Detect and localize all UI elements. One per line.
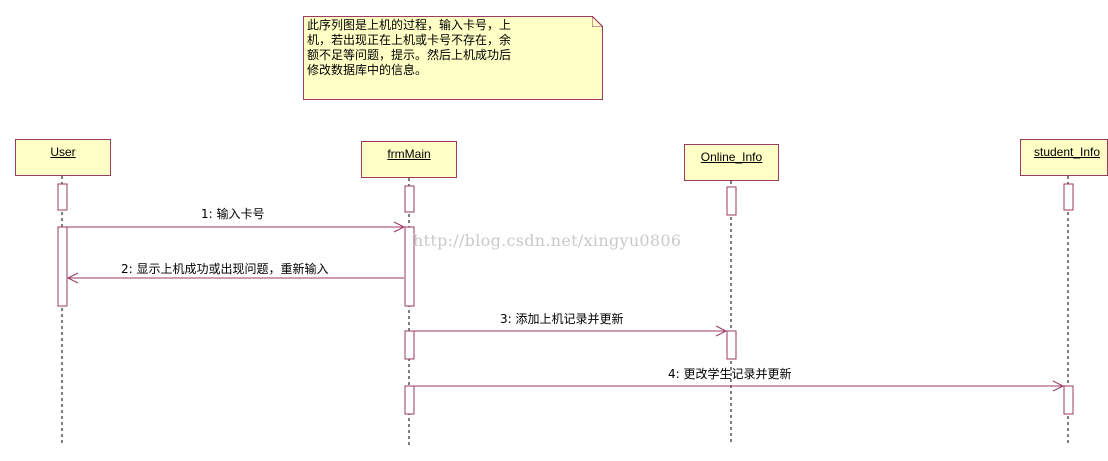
- activation-student-info-1: [1063, 183, 1074, 211]
- object-user-label: User: [50, 145, 76, 159]
- object-frmmain-label: frmMain: [387, 147, 431, 161]
- object-student-info: student_Info: [1020, 139, 1108, 176]
- message-arrow-3: [414, 325, 728, 337]
- object-frmmain: frmMain: [361, 141, 457, 178]
- message-label-1: 1: 输入卡号: [201, 207, 265, 221]
- activation-user-2: [57, 226, 68, 307]
- activation-online-info-1: [726, 186, 737, 216]
- note-box: [303, 16, 603, 100]
- note-fold-corner: [592, 16, 603, 27]
- object-online-info: Online_Info: [684, 144, 779, 181]
- object-online-info-label: Online_Info: [700, 150, 763, 164]
- message-arrow-1: [67, 221, 406, 233]
- object-student-info-label: student_Info: [1034, 145, 1101, 159]
- activation-student-info-2: [1063, 385, 1074, 415]
- activation-frmmain-1: [404, 185, 415, 213]
- activation-user-1: [57, 183, 68, 211]
- message-label-3: 3: 添加上机记录并更新: [500, 312, 624, 326]
- activation-frmmain-4: [404, 385, 415, 415]
- activation-frmmain-3: [404, 330, 415, 360]
- activation-frmmain-2: [404, 226, 415, 307]
- object-user: User: [15, 139, 111, 176]
- message-label-2: 2: 显示上机成功或出现问题，重新输入: [121, 262, 329, 276]
- watermark-url: http://blog.csdn.net/xingyu0806: [413, 231, 682, 250]
- note-text: 此序列图是上机的过程，输入卡号，上 机，若出现正在上机或卡号不存在，余 额不足等…: [307, 18, 512, 77]
- message-arrow-2: [66, 272, 404, 284]
- message-arrow-4: [414, 380, 1065, 392]
- activation-online-info-2: [726, 330, 737, 360]
- message-label-4: 4: 更改学生记录并更新: [668, 367, 792, 381]
